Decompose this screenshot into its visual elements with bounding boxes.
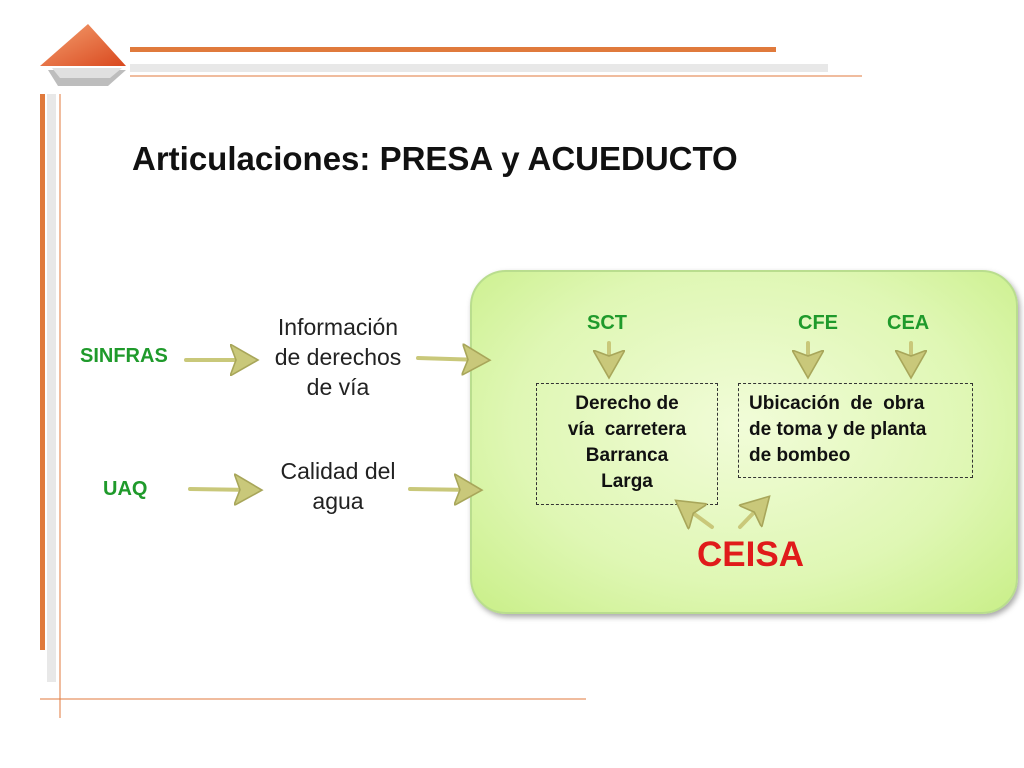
info-calidad-line1: Calidad del [280, 458, 396, 484]
derecho-via-line: Larga [601, 471, 653, 492]
ceisa-panel [470, 270, 1018, 614]
info-derechos-line1: Información [277, 314, 399, 340]
derecho-via-box: Derecho de vía carretera Barranca Larga [536, 383, 718, 505]
ubicacion-line: de bombeo [749, 445, 851, 466]
ceisa-label: CEISA [697, 535, 804, 574]
info-calidad-line2: agua [312, 488, 364, 514]
info-calidad-agua: Calidad del agua [258, 456, 418, 516]
derecho-via-line: Derecho de [575, 393, 679, 414]
info-derechos-line3: de vía [306, 374, 370, 400]
info-derechos-line2: de derechos [274, 344, 402, 370]
ubicacion-line: Ubicación de obra [749, 393, 925, 414]
slide-title: Articulaciones: PRESA y ACUEDUCTO [132, 140, 738, 177]
source-sinfras: SINFRAS [80, 345, 168, 367]
agency-sct: SCT [587, 312, 627, 334]
ubicacion-line: de toma y de planta [749, 419, 927, 440]
agency-cfe: CFE [798, 312, 838, 334]
corner-logo [40, 24, 126, 66]
derecho-via-line: Barranca [585, 445, 669, 466]
source-uaq: UAQ [103, 478, 148, 500]
agency-cea: CEA [887, 312, 930, 334]
info-derechos-via: Información de derechos de vía [258, 312, 418, 402]
ubicacion-obra-box: Ubicación de obra de toma y de planta de… [738, 383, 973, 478]
derecho-via-line: vía carretera [567, 419, 687, 440]
